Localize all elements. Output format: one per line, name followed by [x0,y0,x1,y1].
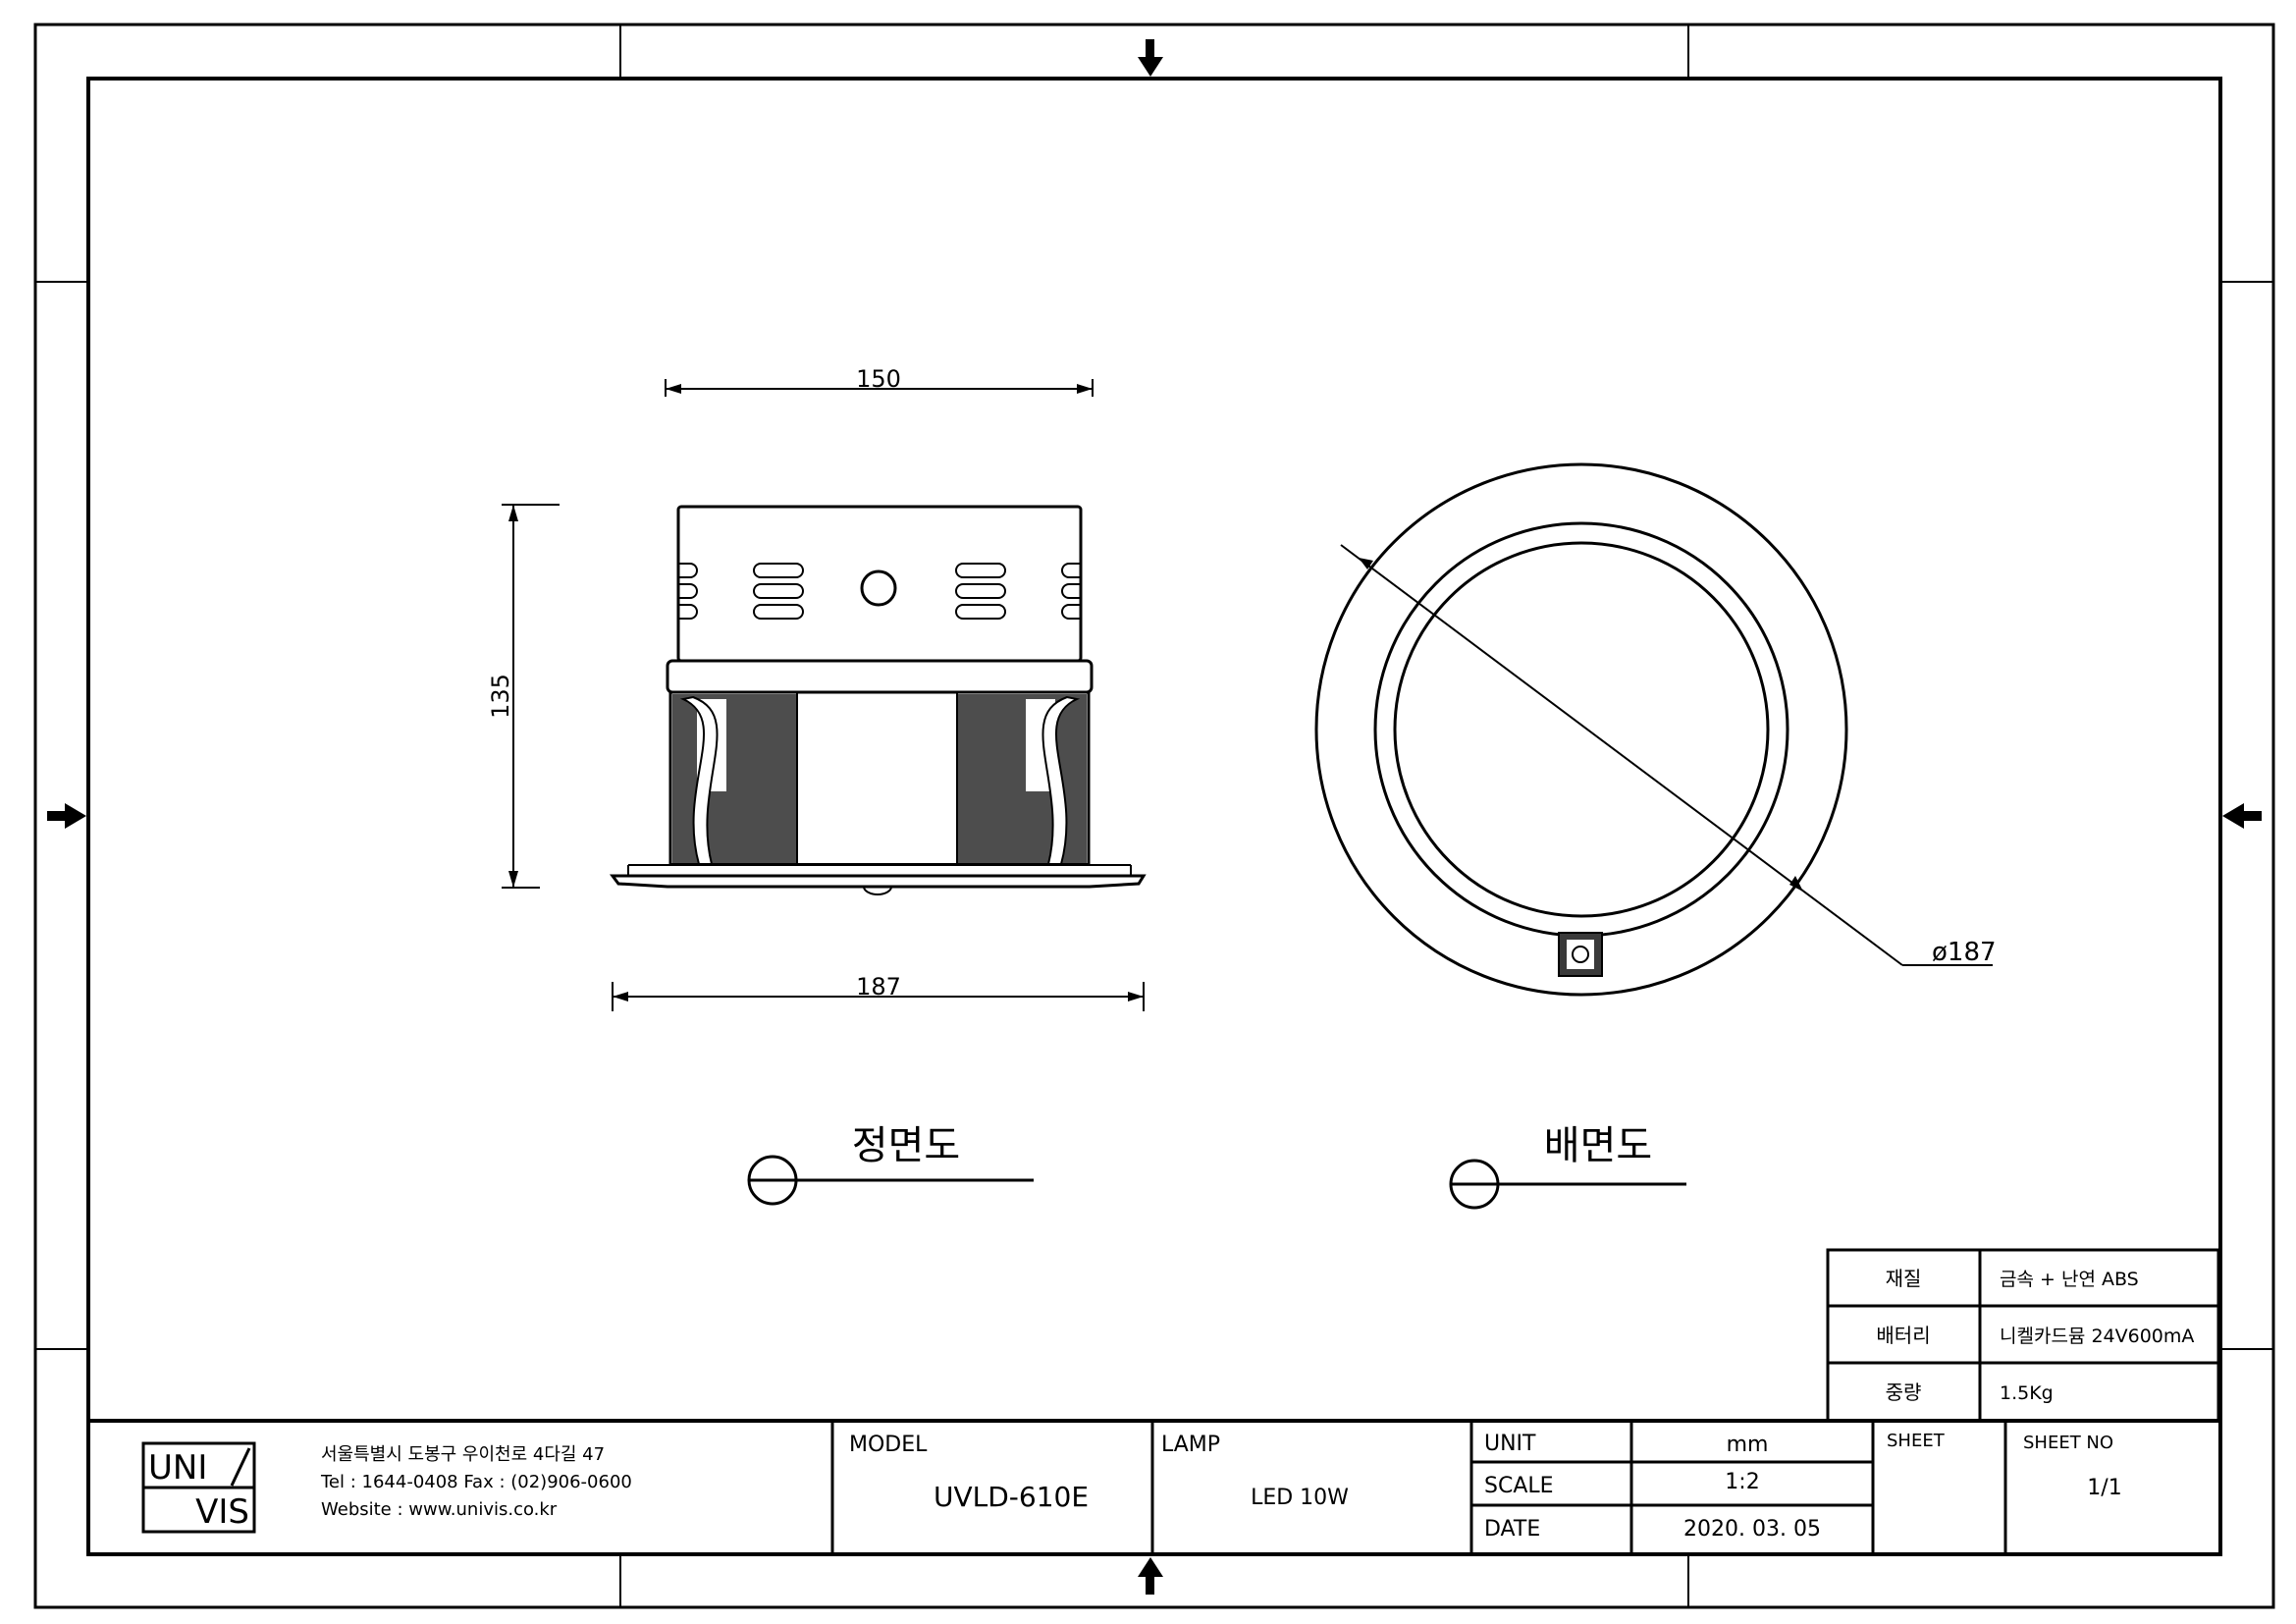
spec-value: 니켈카드뮴 24V600mA [2000,1326,2194,1347]
company-website: Website : www.univis.co.kr [321,1499,558,1520]
unit-label: UNIT [1484,1432,1536,1456]
scale-value: 1:2 [1725,1470,1759,1494]
back-view: ø187 배면도 [1314,462,1997,1210]
lamp-label: LAMP [1161,1433,1220,1457]
spec-row-material: 재질 금속 + 난연 ABS [1886,1267,2139,1290]
date-value: 2020. 03. 05 [1683,1517,1821,1542]
logo-bottom: VIS [195,1492,249,1532]
heat-sink-right [958,694,1087,865]
spec-row-weight: 중량 1.5Kg [1886,1380,2054,1404]
spec-label: 배터리 [1876,1324,1930,1347]
top-center-arrow [1138,39,1163,77]
scale-label: SCALE [1484,1474,1554,1498]
sheet-frame [33,23,2275,1609]
dimension-150: 150 [665,365,1094,397]
spec-value: 금속 + 난연 ABS [2000,1269,2139,1290]
spec-row-battery: 배터리 니켈카드뮴 24V600mA [1876,1324,2194,1347]
vent-slots-left [753,563,804,620]
front-view-label: 정면도 [747,1123,1034,1206]
left-center-arrow [47,803,86,829]
test-button-icon [1558,932,1603,977]
dimension-135-label: 135 [487,674,514,719]
sheet-no-value: 1/1 [2087,1476,2121,1500]
spec-table: 재질 금속 + 난연 ABS 배터리 니켈카드뮴 24V600mA 중량 1.5… [1826,1248,2220,1423]
spec-value: 1.5Kg [2000,1382,2054,1404]
lamp-value: LED 10W [1251,1486,1349,1510]
dimension-187: 187 [612,973,1145,1011]
bottom-center-arrow [1138,1557,1163,1595]
back-view-title: 배면도 [1544,1123,1652,1168]
dimension-187-label: 187 [856,973,901,1001]
vent-slots-right [955,563,1006,620]
spec-label: 중량 [1886,1380,1922,1404]
right-center-arrow [2222,803,2262,829]
title-block: UNI VIS 서울특별시 도봉구 우이천로 4다길 47 Tel : 1644… [86,1419,2222,1556]
model-value: UVLD-610E [934,1481,1089,1513]
company-logo: UNI VIS [141,1441,256,1534]
diameter-187-label: ø187 [1932,938,1997,967]
front-view: 150 135 [487,365,1147,1206]
dimension-150-label: 150 [856,365,901,393]
front-view-title: 정면도 [852,1123,960,1168]
date-label: DATE [1484,1517,1540,1542]
logo-top: UNI [148,1448,207,1488]
vent-slots-right-edge [1061,563,1081,620]
unit-value: mm [1727,1433,1769,1457]
dimension-135: 135 [487,504,560,889]
screw-hole [860,569,897,607]
vent-slots-left-edge [678,563,698,620]
spec-label: 재질 [1886,1267,1922,1290]
company-address: 서울특별시 도봉구 우이천로 4다길 47 [321,1444,605,1465]
back-view-label: 배면도 [1449,1123,1686,1210]
sheet-no-label: SHEET NO [2023,1433,2113,1453]
company-contact: Tel : 1644-0408 Fax : (02)906-0600 [320,1472,632,1492]
sheet-label: SHEET [1887,1431,1946,1451]
model-label: MODEL [849,1433,928,1457]
heat-sink-left [672,694,796,865]
